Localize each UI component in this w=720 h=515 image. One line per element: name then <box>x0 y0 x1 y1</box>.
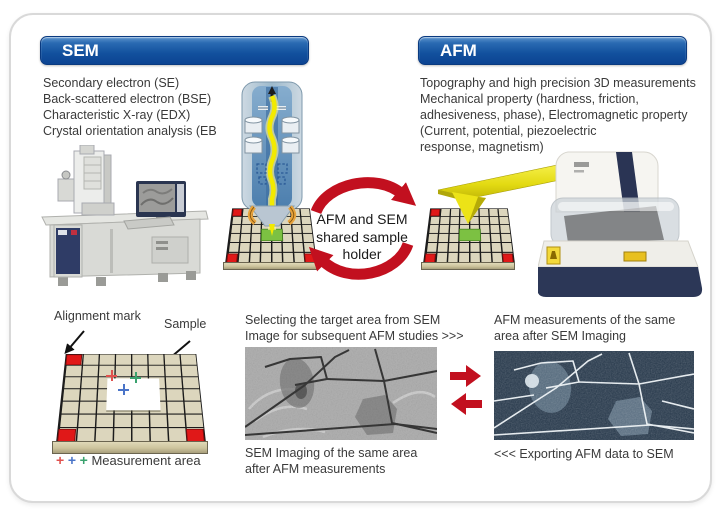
afm-micrograph-image <box>494 351 694 440</box>
sem-instrument-illustration <box>41 145 209 286</box>
data-transfer-arrows-icon <box>450 365 482 415</box>
measurement-cross-green-icon <box>130 372 141 383</box>
sem-feature: Characteristic X-ray (EDX) <box>43 108 191 122</box>
sem-feature: Crystal orientation analysis (EB <box>43 124 217 138</box>
measurement-area-legend: + + + Measurement area <box>56 452 201 468</box>
sem-feature: Back-scattered electron (BSE) <box>43 92 212 106</box>
legend-cross-blue: + <box>67 452 76 468</box>
afm-feature: (Current, potential, piezoelectric <box>420 124 597 138</box>
afm-feature: Topography and high precision 3D measure… <box>420 76 696 90</box>
sem-column-illustration <box>241 81 303 236</box>
afm-instrument-illustration <box>538 151 703 297</box>
legend-label: Measurement area <box>91 453 201 468</box>
alignment-mark-label: Alignment mark <box>54 309 141 323</box>
legend-cross-red: + <box>56 452 65 468</box>
sem-header-badge: SEM <box>40 36 309 65</box>
target-area-green <box>458 228 482 242</box>
afm-feature-list: Topography and high precision 3D measure… <box>420 75 696 155</box>
afm-sample-holder-grid <box>421 178 519 278</box>
cycle-arrows-icon <box>308 177 417 280</box>
afm-cantilever-illustration <box>437 163 570 224</box>
measurement-cross-red-icon <box>106 370 117 381</box>
sem-feature: Secondary electron (SE) <box>43 76 180 90</box>
afm-export-caption: <<< Exporting AFM data to SEM <box>494 447 674 461</box>
sem-header-label: SEM <box>62 41 99 60</box>
afm-header-badge: AFM <box>418 36 687 65</box>
sem-micrograph-image <box>245 347 437 440</box>
afm-feature: adhesiveness, phase), Electromagnetic pr… <box>420 108 688 122</box>
sem-after-caption: SEM Imaging of the same area after AFM m… <box>245 446 418 476</box>
shared-holder-label: AFM and SEM shared sample holder <box>316 211 408 262</box>
afm-feature: Mechanical property (hardness, friction, <box>420 92 639 106</box>
holder-grid-diagram <box>52 315 216 457</box>
sample-area <box>106 378 161 411</box>
afm-measure-caption: AFM measurements of the same area after … <box>494 313 676 343</box>
sem-feature-list: Secondary electron (SE) Back-scattered e… <box>43 75 217 139</box>
afm-header-label: AFM <box>440 41 477 60</box>
alignment-mark <box>65 354 83 366</box>
afm-feature: response, magnetism) <box>420 140 544 154</box>
sample-label: Sample <box>164 317 207 331</box>
measurement-cross-blue-icon <box>118 384 129 395</box>
legend-cross-green: + <box>79 452 88 468</box>
sem-select-caption: Selecting the target area from SEM Image… <box>245 313 464 343</box>
